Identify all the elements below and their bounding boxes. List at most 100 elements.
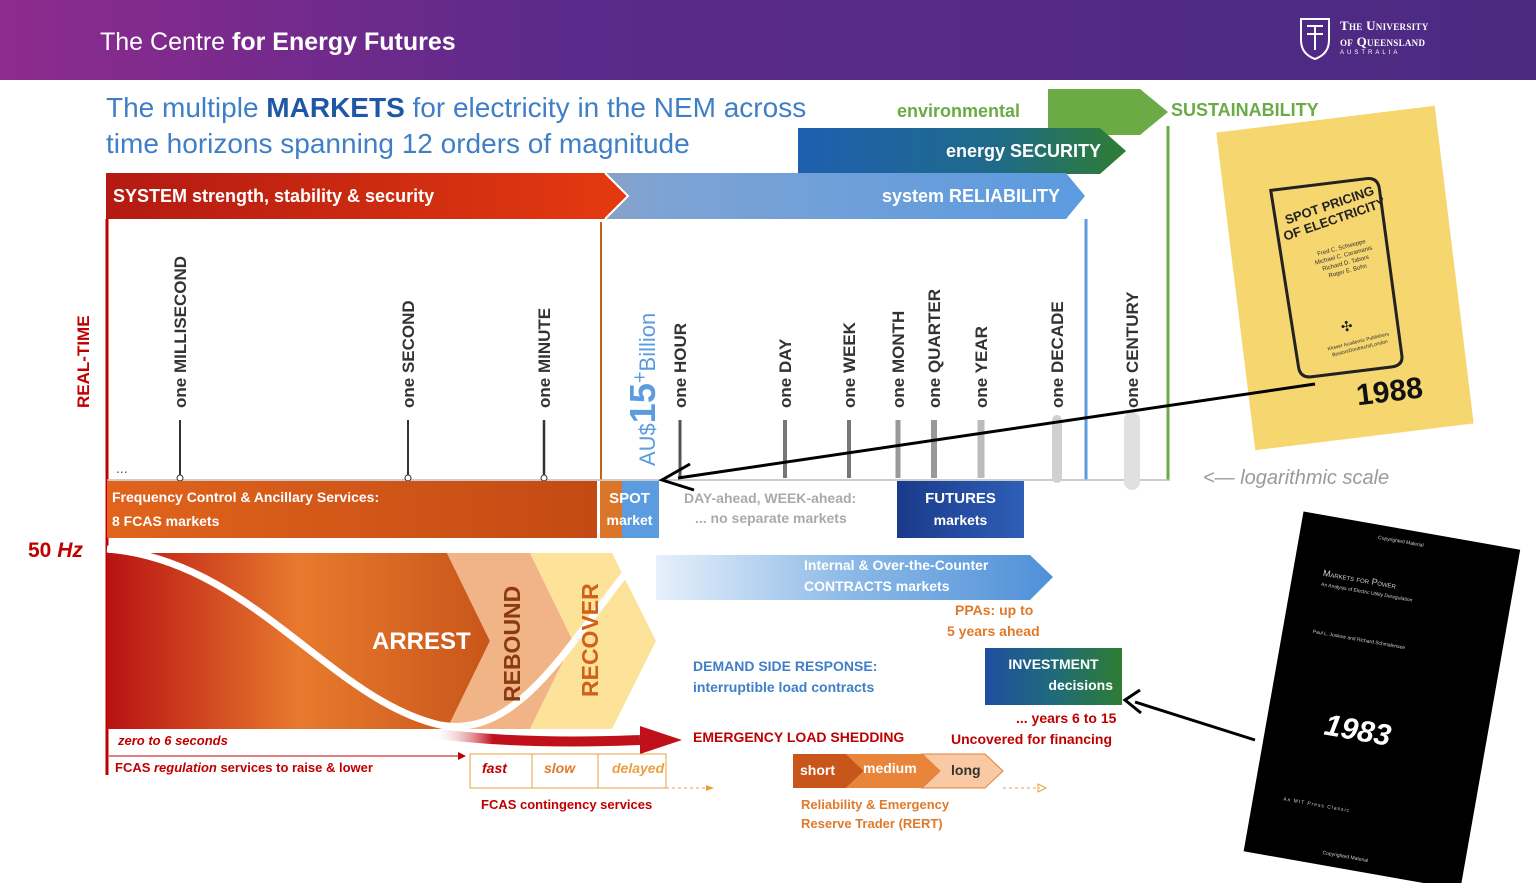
spot-value-sup: + <box>629 371 652 384</box>
centre-name: The Centre for Energy Futures <box>100 28 456 57</box>
security-arrow <box>798 128 1126 174</box>
system-strength-label: SYSTEM strength, stability & security <box>113 186 435 206</box>
fcas-reg-suffix: services to raise & lower <box>216 760 373 775</box>
system-strength-arrow <box>106 173 628 219</box>
centre-prefix: The Centre <box>100 28 233 56</box>
spot-value-prefix: AU$ <box>635 423 660 466</box>
futures-label-line2: markets <box>933 512 988 528</box>
dayahead-label-line1: DAY-ahead, WEEK-ahead: <box>684 490 857 506</box>
spot-value-suffix: Billion <box>635 312 660 372</box>
dsr-label-line1: DEMAND SIDE RESPONSE: <box>693 658 878 674</box>
ppa-label-line1: PPAs: up to <box>955 602 1034 618</box>
energy-security-label: energy SECURITY <box>946 141 1102 161</box>
tick-label-year: one YEAR <box>972 326 991 408</box>
uni-name-line2: of Queensland <box>1340 34 1426 49</box>
markets-for-power-book <box>1243 511 1521 883</box>
tick-label-decade: one DECADE <box>1048 301 1067 408</box>
contracts-arrow <box>656 555 1053 600</box>
rert-medium <box>846 754 940 788</box>
fcas-label-line2: 8 FCAS markets <box>112 513 220 529</box>
sustainability-arrow <box>1048 89 1168 135</box>
power-book-year: 1983 <box>1321 708 1394 753</box>
fcas-reg-prefix: FCAS <box>115 760 154 775</box>
title-part2: for electricity in the NEM across <box>404 92 807 123</box>
centre-bold: for Energy Futures <box>232 28 456 56</box>
uq-logo: The University of Queensland AUSTRALIA <box>1298 16 1488 62</box>
investment-years-line1: ... years 6 to 15 <box>1016 710 1117 726</box>
arrow-1983 <box>1134 700 1256 742</box>
rert-short <box>793 754 864 788</box>
environmental-label: environmental <box>897 101 1021 121</box>
uq-crest-icon <box>1300 18 1330 60</box>
rert-medium-label: medium <box>863 760 917 776</box>
tick-label-millisecond: one MILLISECOND <box>171 255 190 408</box>
title-line2: time horizons spanning 12 orders of magn… <box>106 128 690 159</box>
tick-label-minute: one MINUTE <box>535 307 554 408</box>
futures-box <box>897 481 1024 538</box>
dayahead-label-line2: ... no separate markets <box>695 510 847 526</box>
rert-long-label: long <box>951 762 981 778</box>
page-title: The multiple MARKETS for electricity in … <box>106 90 806 162</box>
rebound-shape <box>447 553 573 729</box>
rert-short-label: short <box>800 762 835 778</box>
spot-book-year: 1988 <box>1354 371 1425 413</box>
real-time-label: REAL-TIME <box>74 315 93 408</box>
zero-to-six-label: zero to 6 seconds <box>118 733 228 748</box>
spot-label-line1: SPOT <box>609 490 650 507</box>
power-book-bottom: Copyrighted Material <box>1322 850 1369 864</box>
recover-label: RECOVER <box>577 583 603 697</box>
sustainability-label: SUSTAINABILITY <box>1171 100 1319 120</box>
tick-label-second: one SECOND <box>399 300 418 408</box>
slow-label: slow <box>544 760 576 776</box>
title-bold: MARKETS <box>266 92 405 123</box>
rert-label-line2: Reserve Trader (RERT) <box>801 816 943 831</box>
investment-years-line2: Uncovered for financing <box>951 731 1113 747</box>
axis-ellipsis: ... <box>116 460 128 476</box>
arrest-label: ARREST <box>372 628 471 655</box>
arrow-1988 <box>677 382 1316 480</box>
power-book-series: An MIT Press Classic <box>1282 796 1351 815</box>
hz-label: 50 Hz <box>28 539 83 563</box>
tick-label-day: one DAY <box>776 338 795 408</box>
delayed-label: delayed <box>612 760 665 776</box>
tick-label-week: one WEEK <box>840 322 859 408</box>
uni-name-line1: The University <box>1340 18 1429 33</box>
system-reliability-label: system RELIABILITY <box>882 186 1061 206</box>
emergency-label: EMERGENCY LOAD SHEDDING <box>693 729 905 745</box>
spot-pricing-book <box>1216 105 1474 451</box>
fast-label: fast <box>482 760 507 776</box>
spot-label-line2: market <box>606 512 653 528</box>
header-bar <box>0 0 1536 80</box>
power-book-top: Copyrighted Material <box>1377 534 1425 549</box>
futures-label-line1: FUTURES <box>925 490 996 507</box>
tick-label-month: one MONTH <box>889 310 908 408</box>
tick-label-quarter: one QUARTER <box>925 289 944 408</box>
dsr-label-line2: interruptible load contracts <box>693 679 875 695</box>
tick-label-century: one CENTURY <box>1123 291 1142 409</box>
investment-label-line2: decisions <box>1048 677 1113 693</box>
frequency-curve <box>106 545 643 730</box>
rebound-label: REBOUND <box>499 585 525 702</box>
uni-name-line3: AUSTRALIA <box>1340 50 1401 56</box>
contracts-label-line1: Internal & Over-the-Counter <box>804 557 989 573</box>
rert-long <box>920 753 1004 789</box>
spot-value-label: AU$15+Billion <box>622 313 664 466</box>
recover-shape <box>530 553 656 729</box>
ppa-label-line2: 5 years ahead <box>947 623 1040 639</box>
hz-value: 50 <box>28 539 52 562</box>
tick-label-hour: one HOUR <box>671 323 690 408</box>
spot-value-number: 15 <box>622 383 663 424</box>
tick-stems <box>176 412 1140 490</box>
log-scale-label: <— logarithmic scale <box>1203 467 1390 489</box>
investment-label-line1: INVESTMENT <box>1008 656 1099 672</box>
fcas-regulation-label: FCAS regulation services to raise & lowe… <box>115 760 373 775</box>
spot-book-text: SPOT PRICING OF ELECTRICITY Fred C. Schw… <box>1216 106 1473 450</box>
fcas-contingency-label: FCAS contingency services <box>481 797 653 812</box>
title-part1: The multiple <box>106 92 267 123</box>
emergency-arrow <box>640 726 682 754</box>
contracts-label-line2: CONTRACTS markets <box>804 578 950 594</box>
investment-box <box>985 648 1122 705</box>
fcas-label-line1: Frequency Control & Ancillary Services: <box>112 489 380 505</box>
fcas-band <box>107 481 597 538</box>
